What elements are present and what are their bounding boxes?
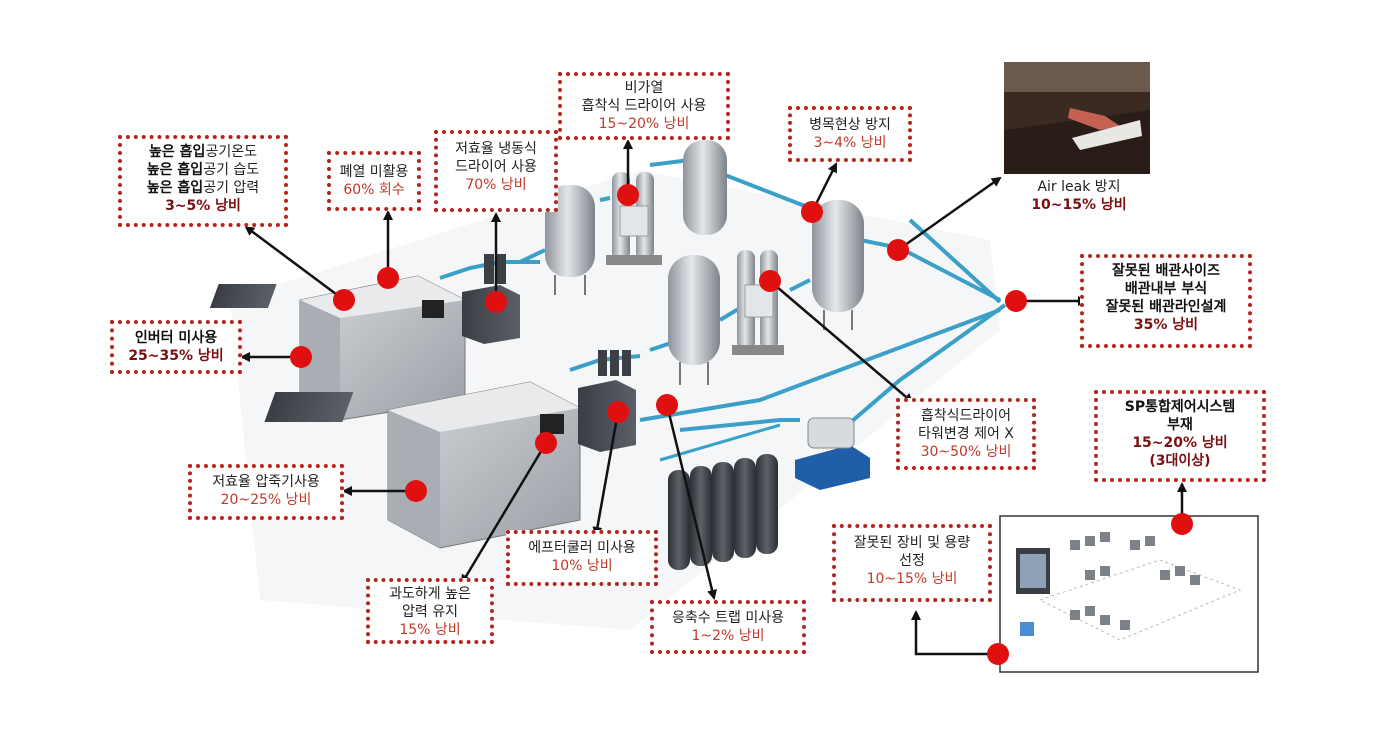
intake-line2-bold: 높은 흡입 xyxy=(146,162,204,178)
callout-sp-control: SP통합제어시스템 부재 15~20% 낭비 (3대이상) xyxy=(1094,390,1266,482)
hotspot-marker[interactable] xyxy=(801,201,823,223)
hotspot-marker[interactable] xyxy=(759,270,781,292)
vent-grille xyxy=(264,392,354,422)
heat-recovery-label: 폐열 미활용 xyxy=(339,164,409,180)
callout-equip-select: 잘못된 장비 및 용량 선정 10~15% 낭비 xyxy=(832,524,992,602)
hotspot-marker[interactable] xyxy=(535,432,557,454)
ref-dryer-value: 70% 낭비 xyxy=(465,177,527,193)
hotspot-marker[interactable] xyxy=(333,289,355,311)
ref-dryer-line2: 드라이어 사용 xyxy=(455,159,537,175)
sp-control-line2: 부재 xyxy=(1167,417,1193,433)
callout-inverter: 인버터 미사용 25~35% 낭비 xyxy=(110,320,242,374)
hotspot-marker[interactable] xyxy=(405,480,427,502)
hotspot-marker[interactable] xyxy=(607,401,629,423)
hotspot-marker[interactable] xyxy=(987,643,1009,665)
receiver-tank-3 xyxy=(668,255,720,385)
control-panel-icon xyxy=(422,300,444,318)
sp-control-line1: SP통합제어시스템 xyxy=(1124,399,1236,415)
low-eff-comp-label: 저효율 압죽기사용 xyxy=(212,474,320,490)
hotspot-marker[interactable] xyxy=(656,394,678,416)
callout-bottleneck: 병목현상 방지 3~4% 낭비 xyxy=(788,106,912,162)
high-pressure-line1: 과도하게 높은 xyxy=(389,586,471,602)
piping-line3: 잘못된 배관라인설계 xyxy=(1105,299,1227,315)
hotspot-marker[interactable] xyxy=(617,184,639,206)
bottleneck-label: 병목현상 방지 xyxy=(809,117,891,133)
device-icon xyxy=(1020,622,1034,636)
vent-grille xyxy=(209,284,277,308)
arrow-tower xyxy=(769,280,914,404)
bottleneck-value: 3~4% 낭비 xyxy=(813,135,887,151)
callout-high-pressure: 과도하게 높은 압력 유지 15% 낭비 xyxy=(366,578,494,644)
hotspot-marker[interactable] xyxy=(290,346,312,368)
hotspot-marker[interactable] xyxy=(1005,290,1027,312)
inverter-value: 25~35% 낭비 xyxy=(128,348,224,364)
callout-intake: 높은 흡입공기온도 높은 흡입공기 습도 높은 흡입공기 압력 3~5% 낭비 xyxy=(118,135,288,227)
compressor-upper xyxy=(209,275,466,421)
hotspot-marker[interactable] xyxy=(485,291,507,313)
sp-control-value: 15~20% 낭비 xyxy=(1132,435,1228,451)
tower-line1: 흡착식드라이어 xyxy=(920,408,1012,424)
intake-line3-rest: 공기 압력 xyxy=(203,180,260,196)
intake-waste-value: 3~5% 낭비 xyxy=(165,198,241,214)
tower-line2: 타워변경 제어 X xyxy=(918,426,1014,442)
trap-value: 1~2% 낭비 xyxy=(691,628,765,644)
intake-line1-bold: 높은 흡입 xyxy=(149,144,206,160)
air-leak-photo xyxy=(1004,62,1150,174)
receiver-tank-2 xyxy=(683,140,727,235)
piping-value: 35% 낭비 xyxy=(1133,317,1199,333)
air-leak-value: 10~15% 낭비 xyxy=(1031,197,1127,213)
callout-low-eff-comp: 저효율 압죽기사용 20~25% 낭비 xyxy=(188,464,344,520)
aftercooler-value: 10% 낭비 xyxy=(551,558,613,574)
equip-select-line1: 잘못된 장비 및 용량 xyxy=(853,535,971,551)
piping-line2: 배관내부 부식 xyxy=(1124,281,1208,297)
callout-aftercooler: 에프터쿨러 미사용 10% 낭비 xyxy=(506,530,658,586)
heat-recovery-value: 60% 회수 xyxy=(343,182,405,198)
arrow-intake xyxy=(244,225,345,302)
callout-air-leak: Air leak 방지 10~15% 낭비 xyxy=(1008,176,1150,218)
aftercooler-unit xyxy=(578,380,636,452)
control-panel-icon xyxy=(540,414,564,434)
high-pressure-line2: 압력 유지 xyxy=(402,604,458,620)
line-filters xyxy=(598,350,631,376)
inverter-label: 인버터 미사용 xyxy=(134,330,218,346)
desiccant-line1: 비가열 xyxy=(624,80,664,96)
sp-control-illustration xyxy=(1016,532,1242,641)
intake-line1-rest: 공기온도 xyxy=(205,144,257,160)
arrow-equip-select xyxy=(911,610,998,656)
callout-heat-recovery: 폐열 미활용 60% 회수 xyxy=(327,151,421,211)
arrows xyxy=(240,139,1187,656)
compressor-lower xyxy=(264,381,581,549)
callout-tower: 흡착식드라이어 타워변경 제어 X 30~50% 낭비 xyxy=(896,398,1036,470)
arrow-air-leak xyxy=(897,176,1002,252)
arrow-high-pressure xyxy=(460,442,548,585)
sp-control-note: (3대이상) xyxy=(1149,453,1211,469)
booster-unit xyxy=(795,417,870,490)
desiccant-line2: 흡착식 드라이어 사용 xyxy=(581,98,707,114)
trap-label: 응축수 트랩 미사용 xyxy=(672,610,784,626)
intake-line2-rest: 공기 습도 xyxy=(203,162,260,178)
intake-line3-bold: 높은 흡입 xyxy=(146,180,204,196)
aftercooler-label: 에프터쿨러 미사용 xyxy=(528,540,636,556)
high-pressure-value: 15% 낭비 xyxy=(399,622,461,638)
arrow-aftercooler xyxy=(592,411,620,537)
callout-piping: 잘못된 배관사이즈 배관내부 부식 잘못된 배관라인설계 35% 낭비 xyxy=(1080,254,1252,348)
low-eff-comp-value: 20~25% 낭비 xyxy=(220,492,312,508)
hotspot-marker[interactable] xyxy=(377,267,399,289)
equip-select-value: 10~15% 낭비 xyxy=(866,571,958,587)
hotspot-markers xyxy=(290,184,1193,665)
hotspot-marker[interactable] xyxy=(887,239,909,261)
equip-select-line2: 선정 xyxy=(899,553,925,569)
callout-ref-dryer: 저효율 냉동식 드라이어 사용 70% 낭비 xyxy=(434,130,558,212)
air-leak-label: Air leak 방지 xyxy=(1037,179,1121,195)
callout-desiccant: 비가열 흡착식 드라이어 사용 15~20% 낭비 xyxy=(558,72,730,140)
tower-value: 30~50% 낭비 xyxy=(920,444,1012,460)
callout-trap: 응축수 트랩 미사용 1~2% 낭비 xyxy=(650,600,806,654)
piping-line1: 잘못된 배관사이즈 xyxy=(1112,263,1220,279)
arrow-trap xyxy=(665,404,717,600)
ref-dryer-line1: 저효율 냉동식 xyxy=(455,141,537,157)
desiccant-value: 15~20% 낭비 xyxy=(598,116,690,132)
hotspot-marker[interactable] xyxy=(1171,513,1193,535)
gas-cylinder-bank xyxy=(659,423,781,570)
